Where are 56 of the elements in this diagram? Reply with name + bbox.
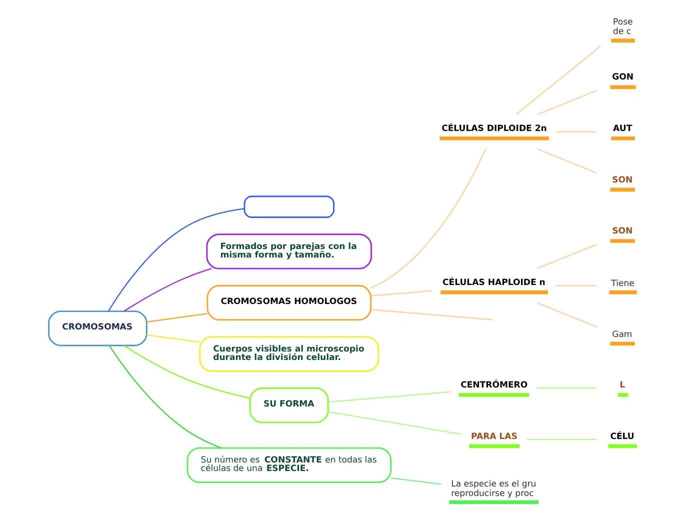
node-box: Su número es CONSTANTE en todas las células de una ESPECIE. <box>186 447 391 483</box>
node-box: CROMOSOMAS HOMOLOGOS <box>206 284 372 321</box>
connector <box>536 244 596 269</box>
node-box: Cuerpos visibles al microscopio durante la división celular. <box>198 336 379 372</box>
connector <box>370 309 492 320</box>
connector <box>515 46 600 116</box>
node-label: AUT <box>612 124 632 134</box>
node-box <box>448 500 538 504</box>
node-label: CENTRÓMERO <box>460 380 528 390</box>
connector <box>108 345 222 449</box>
connector <box>146 334 200 343</box>
node-box <box>608 444 636 448</box>
connector <box>328 391 451 403</box>
connector <box>123 268 212 312</box>
connector <box>370 290 432 296</box>
connector <box>108 208 244 312</box>
node-box <box>608 290 636 294</box>
node-box <box>610 342 634 346</box>
connector <box>390 477 441 485</box>
connector <box>536 302 596 328</box>
connector <box>526 438 596 440</box>
node-label: PARA LAS <box>470 432 517 442</box>
node-box <box>610 188 634 192</box>
node-label: La especie es el gru reproducirse y proc <box>450 479 536 499</box>
node-box <box>610 38 634 42</box>
connector <box>123 345 250 399</box>
connector <box>146 313 207 322</box>
node-box <box>439 136 548 140</box>
node-box <box>458 393 528 397</box>
node-box <box>610 239 634 243</box>
node-box <box>617 393 628 397</box>
node-label: Tiene <box>610 278 634 289</box>
connector <box>536 148 596 174</box>
node-box <box>468 444 519 448</box>
node-box: Formados por parejas con la misma forma y tamaño. <box>206 234 372 270</box>
node-label: GON <box>612 72 634 83</box>
node-box <box>610 85 636 90</box>
node-label: CÉLU <box>610 432 634 442</box>
node-box <box>440 290 548 294</box>
connector <box>536 388 596 389</box>
node-label: Gam <box>612 330 632 340</box>
node-box <box>243 196 334 218</box>
node-box <box>610 136 634 140</box>
node-box: SU FORMA <box>248 388 328 424</box>
connector <box>328 411 461 435</box>
node-label: L <box>619 380 625 390</box>
connector <box>554 285 596 286</box>
node-label: CÉLULAS DIPLOIDE 2n <box>441 124 546 134</box>
node-label: CÉLULAS HAPLOIDE n <box>442 278 545 288</box>
node-label: SON <box>612 226 632 237</box>
node-label: SON <box>612 175 632 186</box>
node-box: CROMOSOMAS <box>48 310 147 346</box>
connector <box>536 90 596 116</box>
connector <box>370 148 486 288</box>
node-label: Pose de c <box>612 18 632 38</box>
connector <box>556 131 596 132</box>
